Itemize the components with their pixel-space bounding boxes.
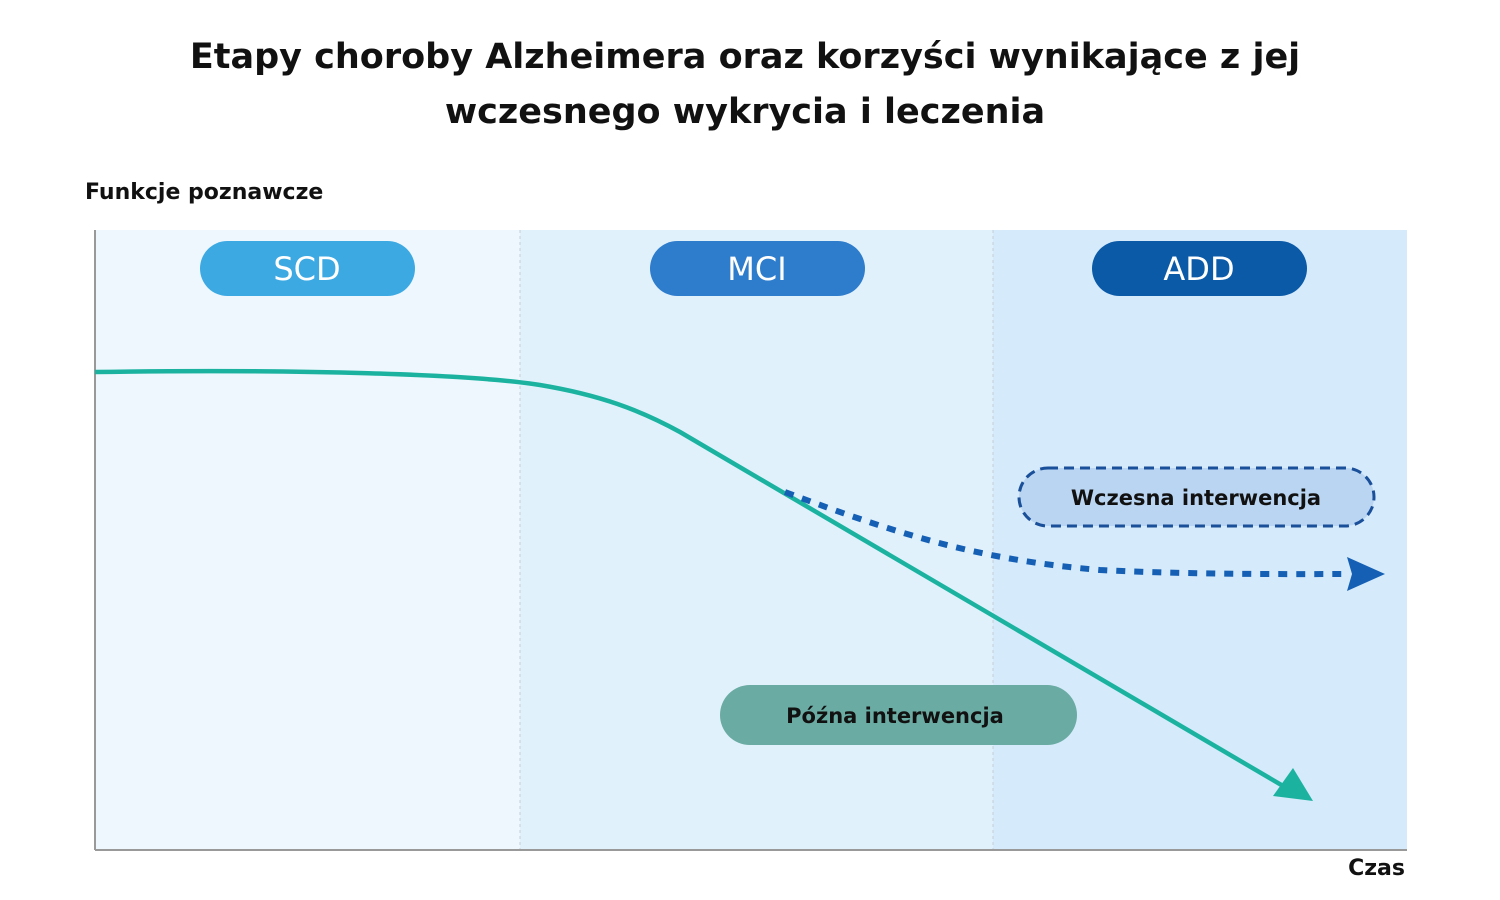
late-intervention-text: Późna interwencja bbox=[786, 704, 1004, 728]
early-intervention-text: Wczesna interwencja bbox=[1071, 486, 1321, 510]
stage-pill-mci: MCI bbox=[650, 241, 865, 296]
stage-bg-scd bbox=[95, 230, 520, 850]
stage-bg-mci bbox=[520, 230, 993, 850]
late-intervention-arrowhead bbox=[1273, 768, 1313, 801]
early-intervention-line bbox=[783, 489, 1351, 578]
chart-title: Etapy choroby Alzheimera oraz korzyści w… bbox=[0, 30, 1490, 140]
early-intervention-arrowhead bbox=[1347, 557, 1385, 591]
y-axis-label: Funkcje poznawcze bbox=[85, 180, 324, 205]
stage-label-scd: SCD bbox=[273, 250, 340, 288]
stage-label-mci: MCI bbox=[727, 250, 786, 288]
late-intervention-line bbox=[94, 368, 1297, 795]
stage-label-add: ADD bbox=[1163, 250, 1234, 288]
early-intervention-label: Wczesna interwencja bbox=[1017, 466, 1376, 528]
stage-pill-scd: SCD bbox=[200, 241, 415, 296]
stage-pill-add: ADD bbox=[1092, 241, 1307, 296]
chart-title-line2: wczesnego wykrycia i leczenia bbox=[444, 92, 1046, 132]
late-intervention-label: Późna interwencja bbox=[720, 685, 1077, 745]
x-axis-label: Czas bbox=[1348, 856, 1405, 881]
chart-title-line1: Etapy choroby Alzheimera oraz korzyści w… bbox=[189, 37, 1301, 77]
stage-bg-add bbox=[993, 230, 1407, 850]
